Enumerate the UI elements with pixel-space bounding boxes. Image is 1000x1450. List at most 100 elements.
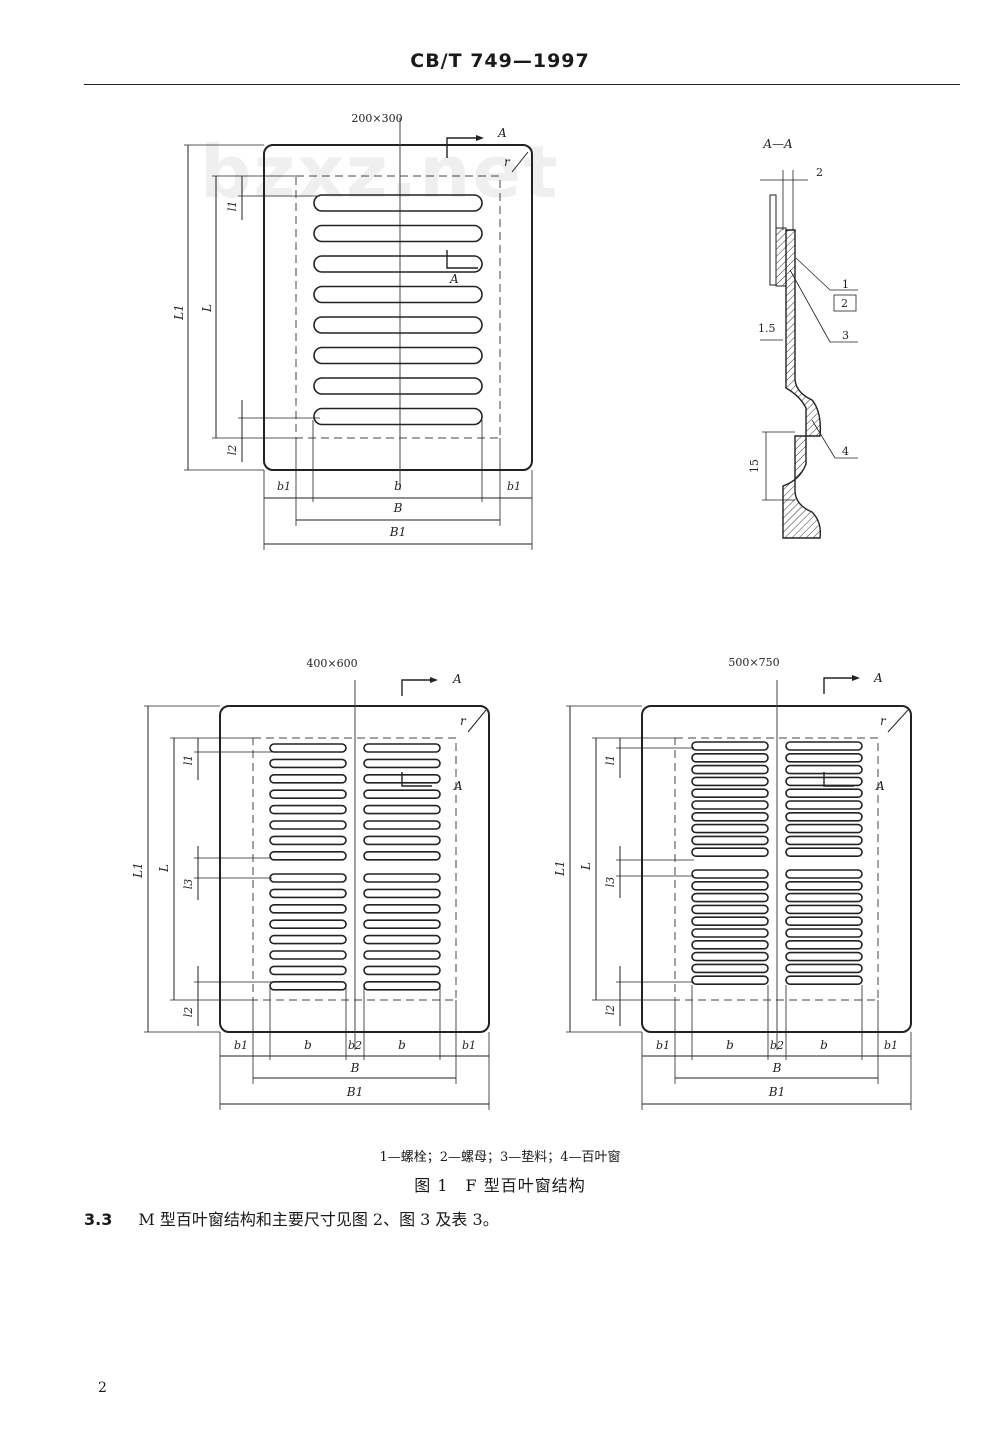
louver-slat (785, 869, 863, 879)
louver-slat (785, 916, 863, 927)
header-rule (84, 84, 960, 85)
svg-text:L: L (579, 862, 593, 871)
louver-slat (785, 823, 863, 834)
louver-slat (785, 741, 863, 751)
louver-slat (363, 743, 441, 753)
svg-text:r: r (880, 714, 887, 728)
louver-slat (691, 904, 769, 915)
figure-legend: 1—螺栓；2—螺母；3—垫料；4—百叶窗 (379, 1150, 621, 1165)
louver-slat (691, 811, 769, 822)
louver-slat (363, 965, 441, 976)
louver-slat (363, 903, 441, 914)
louver-slat (363, 873, 441, 883)
view-200x300: 200×300 A A r L1 L l1 (172, 112, 533, 550)
louver-slat (785, 847, 863, 858)
outer-frame (263, 144, 533, 471)
svg-text:l2: l2 (182, 1007, 195, 1018)
louver-slat (269, 773, 347, 784)
louver-slats (313, 194, 483, 426)
louver-slat (269, 850, 347, 861)
louver-slat (363, 950, 441, 960)
svg-text:A—A: A—A (762, 137, 793, 151)
svg-text:b: b (398, 1038, 406, 1052)
louver-slat (313, 194, 483, 212)
svg-text:b1: b1 (656, 1039, 670, 1052)
louver-slat (691, 892, 769, 903)
standard-number: CB/T 749—1997 (410, 50, 590, 72)
svg-text:l3: l3 (604, 877, 617, 888)
louver-slat (363, 789, 441, 800)
svg-text:A: A (453, 779, 463, 793)
louver-slat (785, 880, 863, 891)
svg-text:1.5: 1.5 (758, 322, 776, 335)
svg-text:l1: l1 (226, 201, 239, 212)
louver-slat (691, 835, 769, 846)
louver-slat (313, 346, 483, 365)
louver-slat (785, 752, 863, 763)
svg-text:b1: b1 (507, 480, 521, 493)
svg-text:b1: b1 (234, 1039, 248, 1052)
louver-slat (691, 916, 769, 927)
louver-slat (363, 980, 441, 991)
louver-slat (785, 975, 863, 986)
louver-slat (363, 758, 441, 769)
louver-slat (313, 255, 483, 273)
louver-slat (691, 741, 769, 751)
louver-slat (363, 919, 441, 930)
svg-text:15: 15 (748, 459, 761, 473)
louver-slat (785, 835, 863, 846)
louver-slat (269, 980, 347, 991)
svg-text:l2: l2 (226, 445, 239, 456)
louver-slat (313, 407, 483, 426)
svg-text:A: A (449, 272, 459, 286)
svg-text:1: 1 (842, 278, 849, 291)
svg-text:L1: L1 (172, 304, 186, 321)
louver-slat (269, 934, 347, 945)
louver-slat (691, 764, 769, 775)
louver-slat (269, 789, 347, 800)
louver-slat (363, 850, 441, 861)
svg-text:A: A (452, 672, 462, 686)
louver-slat (785, 892, 863, 903)
svg-text:b1: b1 (462, 1039, 476, 1052)
louver-slat (313, 285, 483, 304)
louver-slat (691, 963, 769, 974)
louver-slat (691, 869, 769, 879)
louver-slat (269, 804, 347, 815)
louver-slat (269, 888, 347, 899)
svg-text:B1: B1 (768, 1085, 785, 1099)
svg-text:l2: l2 (604, 1005, 617, 1016)
svg-text:400×600: 400×600 (306, 657, 357, 670)
svg-text:l3: l3 (182, 879, 195, 890)
svg-text:B1: B1 (389, 525, 406, 539)
svg-text:b: b (304, 1038, 312, 1052)
louver-slat (691, 847, 769, 858)
louver-slat (785, 800, 863, 810)
louver-slat (785, 764, 863, 775)
svg-text:L1: L1 (553, 860, 567, 877)
louver-slat (785, 904, 863, 915)
view-400x600: 400×600 A A r L1 L l1 l3 (131, 657, 490, 1110)
bolt-line (295, 175, 501, 439)
page-number: 2 (98, 1380, 107, 1396)
svg-text:B: B (350, 1061, 360, 1075)
louver-slat (313, 224, 483, 243)
louver-slat (785, 963, 863, 974)
svg-text:l1: l1 (604, 755, 617, 766)
louver-slat (269, 919, 347, 930)
louver-slat (363, 835, 441, 846)
louver-slat (691, 975, 769, 986)
louver-slat (785, 788, 863, 799)
louver-slat (691, 776, 769, 787)
section-mark: A (497, 126, 507, 140)
size-label-200x300: 200×300 (351, 112, 402, 125)
view-500x750: 500×750 A A r L1 L l1 l3 (553, 656, 912, 1110)
louver-slat (691, 823, 769, 834)
svg-text:L: L (200, 304, 214, 313)
svg-text:L: L (157, 864, 171, 873)
louver-slat (691, 752, 769, 763)
clause-number: 3.3 (84, 1210, 113, 1229)
louver-slat (269, 835, 347, 846)
